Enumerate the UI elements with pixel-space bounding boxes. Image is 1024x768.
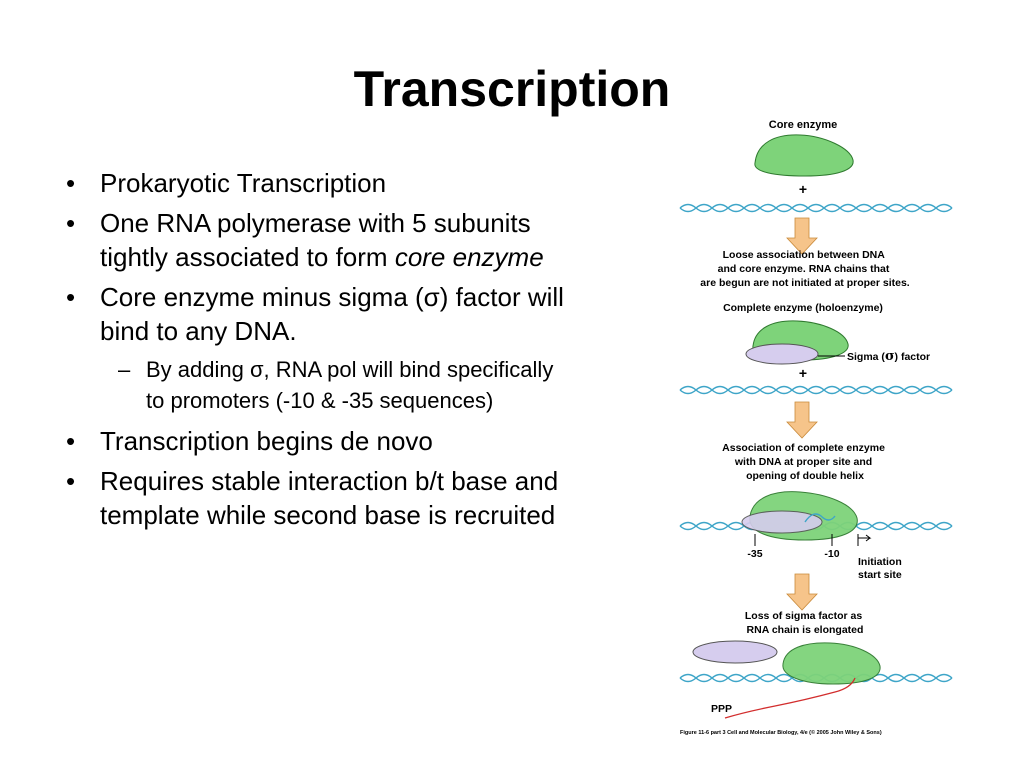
slide-title: Transcription (353, 61, 671, 117)
open-helix-bubble (804, 513, 836, 523)
figure-caption: Figure 11-6 part 3 Cell and Molecular Bi… (680, 729, 882, 736)
initiation-start-site-label: Initiation start site (858, 556, 905, 581)
bullet-item: One RNA polymerase with 5 subunits tight… (60, 206, 570, 274)
loss-of-sigma-text: Loss of sigma factor as RNA chain is elo… (745, 610, 865, 636)
sigma-factor-ellipse (741, 510, 823, 534)
down-arrow (786, 573, 818, 611)
minus35-label: -35 (747, 548, 762, 560)
plus-sign: + (799, 365, 807, 381)
dna-strand (679, 203, 953, 213)
core-enzyme-label: Core enzyme (769, 119, 837, 131)
down-arrow (786, 217, 818, 255)
plus-sign: + (799, 181, 807, 197)
sigma-symbol: σ (885, 349, 895, 364)
bullet-item: Prokaryotic Transcription (60, 166, 570, 200)
association-text: Association of complete enzyme with DNA … (722, 442, 888, 482)
sub-bullet-item: By adding σ, RNA pol will bind specifica… (60, 354, 570, 416)
ppp-label: PPP (711, 703, 732, 715)
dna-strand (679, 385, 953, 395)
released-sigma-ellipse (692, 640, 778, 664)
bullet-item: Requires stable interaction b/t base and… (60, 464, 570, 532)
sigma-factor-label: Sigma (σ) factor (847, 349, 930, 364)
minus10-label: -10 (824, 548, 839, 560)
down-arrow (786, 401, 818, 439)
sigma-factor-ellipse (745, 343, 819, 365)
bullet-item: Transcription begins de novo (60, 424, 570, 458)
loose-association-text: Loose association between DNA and core e… (700, 249, 910, 289)
emphasis-core-enzyme: core enzyme (394, 242, 544, 272)
transcription-figure: Core enzyme + Loose association between … (679, 119, 953, 736)
rna-chain (724, 677, 856, 719)
complete-enzyme-label: Complete enzyme (holoenzyme) (723, 302, 883, 314)
start-site-arrow (857, 534, 872, 546)
elongating-enzyme-blob (782, 642, 881, 685)
core-enzyme-blob (754, 134, 854, 177)
bullet-item: Core enzyme minus sigma (σ) factor will … (60, 280, 570, 348)
bullet-list: Prokaryotic Transcription One RNA polyme… (60, 166, 570, 538)
